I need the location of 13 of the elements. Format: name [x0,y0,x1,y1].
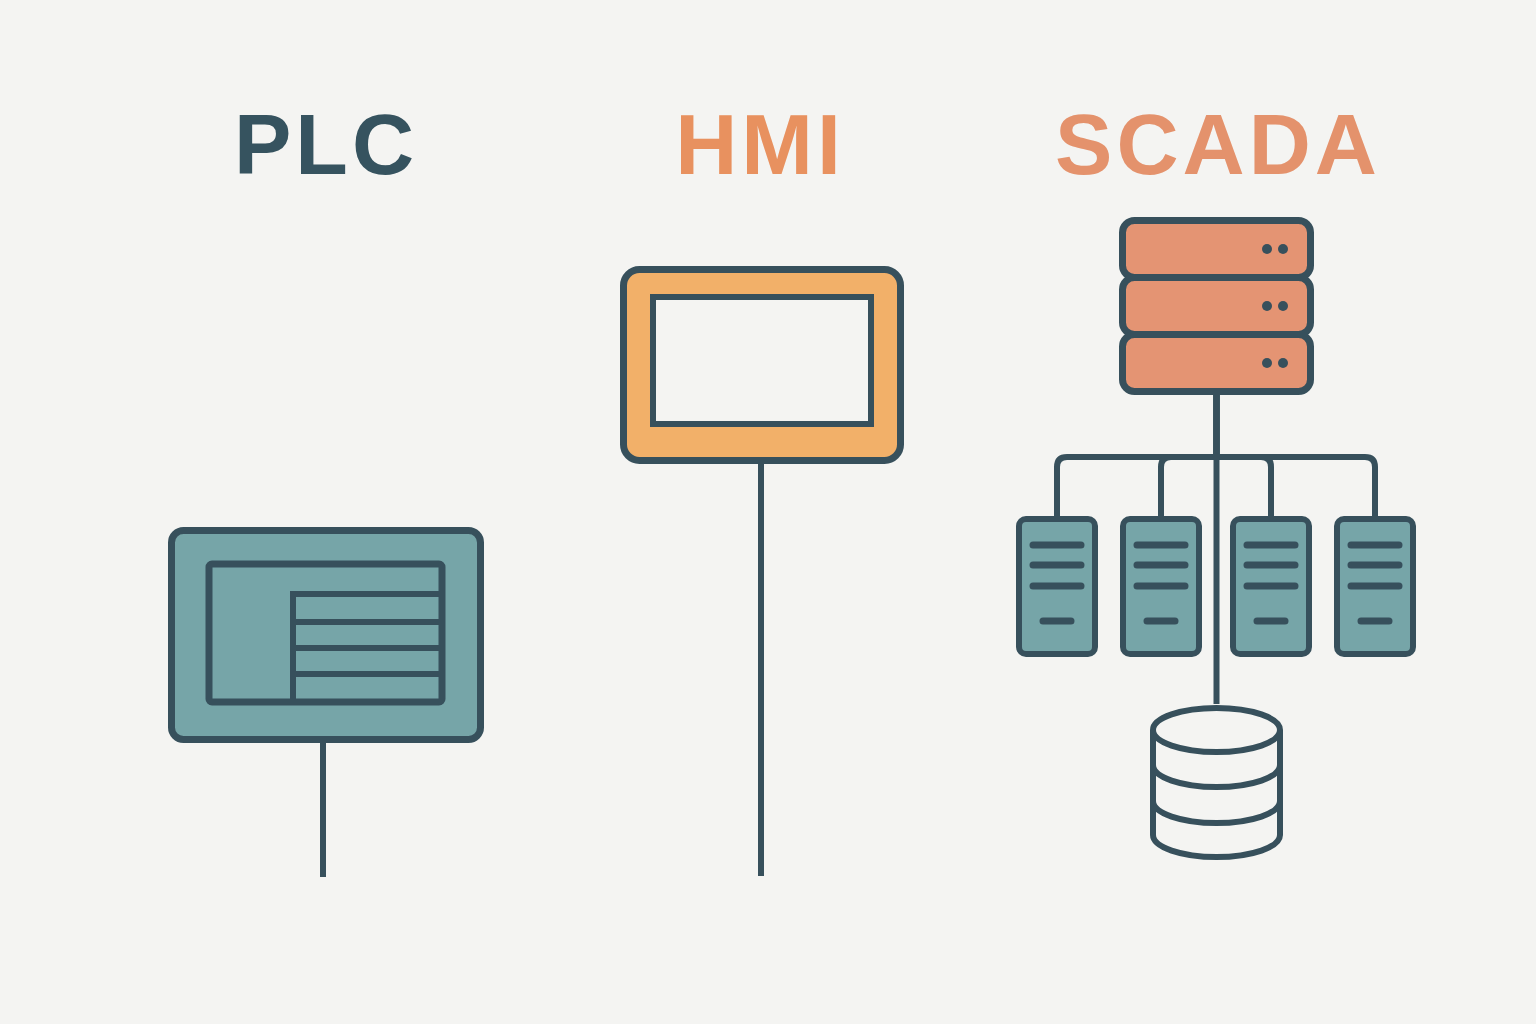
display-panel [620,266,904,464]
database-cylinder [1150,704,1283,860]
column-heading: HMI [675,101,845,187]
column-heading: PLC [234,101,418,187]
control-panel [168,527,484,743]
connector-line [758,464,764,876]
connector-line [1213,395,1220,704]
server-tower [1016,516,1098,657]
server-tower [1230,516,1312,657]
server-tower [1120,516,1202,657]
server-tower [1334,516,1416,657]
column-heading: SCADA [1055,101,1381,187]
connector-line [320,743,326,877]
